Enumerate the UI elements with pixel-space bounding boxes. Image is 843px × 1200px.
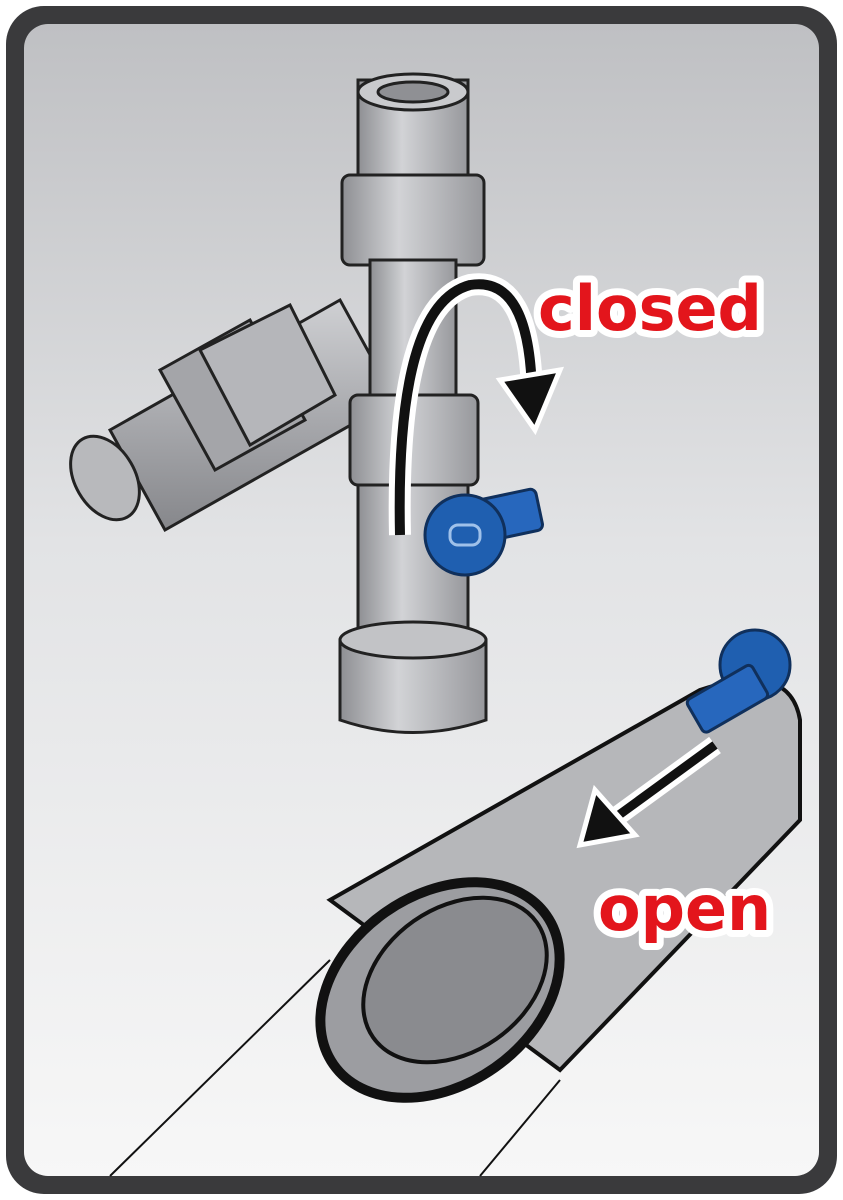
valve-handle-top bbox=[423, 487, 544, 577]
open-label: open bbox=[598, 872, 771, 945]
rotate-arrow-icon bbox=[388, 273, 565, 536]
slide-arrow-icon bbox=[576, 736, 721, 849]
closed-label: closed bbox=[538, 272, 762, 345]
side-branch bbox=[69, 297, 398, 533]
valve-handle-bottom bbox=[685, 628, 792, 734]
